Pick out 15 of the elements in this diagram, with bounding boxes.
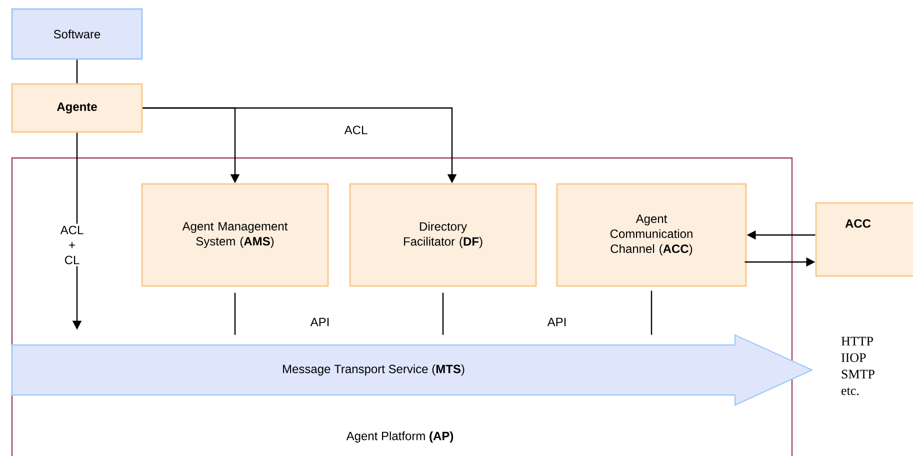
connector-line: [442, 292, 444, 335]
process-box: Agent Communication Channel (ACC): [556, 183, 747, 287]
interface-label: API: [310, 318, 329, 326]
process-box: Agent Management System (AMS): [141, 183, 329, 287]
process-box: Directory Facilitator (DF): [349, 183, 537, 287]
connector-line: [650, 290, 652, 335]
connector-line: [76, 60, 78, 84]
process-box: Agente: [11, 83, 143, 133]
process-box: ACC: [815, 202, 913, 277]
protocol-list: HTTP IIOP SMTP etc.: [841, 336, 874, 396]
process-box: Software: [11, 8, 143, 60]
connector-line: [234, 292, 236, 335]
edge-label: ACL: [341, 124, 371, 136]
edge-label: ACL + CL: [57, 224, 87, 266]
interface-label: API: [547, 318, 566, 326]
